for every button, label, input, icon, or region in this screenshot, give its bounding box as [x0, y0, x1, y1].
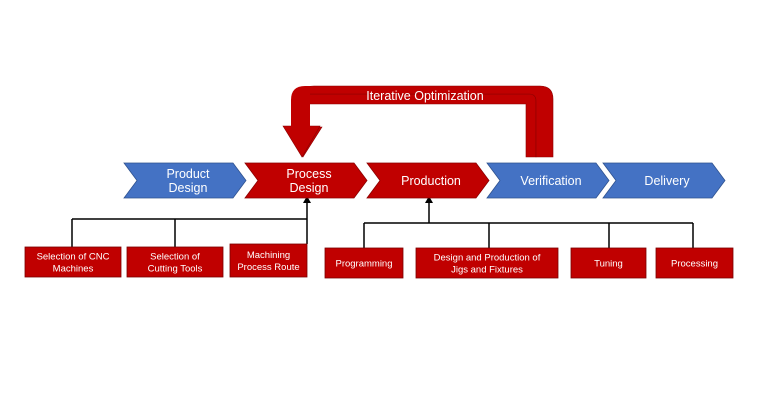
task-programming: Programming — [324, 247, 404, 279]
stage-verification: Verification — [486, 162, 610, 199]
feedback-loop-label: Iterative Optimization — [366, 89, 483, 103]
task-processing: Processing — [655, 247, 734, 279]
stage-chevron-shape — [602, 162, 726, 199]
stage-delivery: Delivery — [602, 162, 726, 199]
production-tasks: Programming Design and Production ofJigs … — [324, 247, 734, 279]
task-label: Jigs and Fixtures — [451, 265, 523, 276]
task-label: Machines — [53, 264, 94, 275]
feedback-loop-arrow — [283, 93, 537, 158]
task-label: Cutting Tools — [148, 264, 203, 275]
stage-label: Production — [401, 174, 461, 188]
task-label: Processing — [671, 259, 718, 270]
stage-label: Product — [166, 167, 210, 181]
task-box-shape — [570, 247, 647, 279]
connector-prod-arrowhead — [425, 196, 433, 203]
task-label: Selection of — [150, 252, 200, 263]
task-label: Machining — [247, 250, 290, 261]
task-label: Selection of CNC — [37, 252, 110, 263]
feedback-loop: Iterative Optimization — [282, 85, 554, 158]
task-tuning: Tuning — [570, 247, 647, 279]
task-label: Design and Production of — [434, 253, 541, 264]
stage-chevron-shape — [486, 162, 610, 199]
stage-chevron-shape — [366, 162, 490, 199]
stage-label: Design — [169, 181, 208, 195]
stage-chevron-shape — [123, 162, 247, 199]
feedback-loop-shaft — [291, 86, 310, 127]
stage-label: Verification — [520, 174, 581, 188]
connector-pd-arrowhead — [303, 196, 311, 203]
task-box-shape — [415, 247, 559, 279]
task-box-shape — [229, 243, 308, 278]
connectors — [71, 200, 694, 248]
task-box-shape — [655, 247, 734, 279]
stage-label: Delivery — [644, 174, 690, 188]
stage-label: Process — [286, 167, 331, 181]
task-label: Programming — [335, 259, 392, 270]
task-label: Tuning — [594, 259, 623, 270]
task-label: Process Route — [237, 262, 299, 273]
feedback-loop-arrowhead — [282, 125, 321, 158]
stage-label: Design — [290, 181, 329, 195]
task-box-shape — [24, 246, 122, 278]
task-box-shape — [126, 246, 224, 278]
task-box-shape — [324, 247, 404, 279]
stage-production: Production — [366, 162, 490, 199]
stage-chevron-shape — [244, 162, 368, 199]
